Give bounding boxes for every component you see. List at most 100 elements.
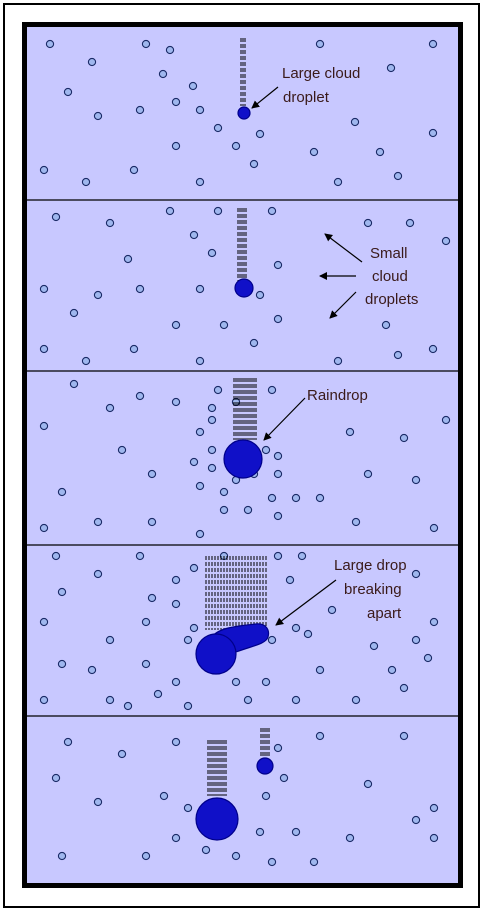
small-cloud-droplet [39, 617, 49, 627]
small-cloud-droplet [363, 218, 373, 228]
small-cloud-droplet [399, 731, 409, 741]
small-cloud-droplet [249, 159, 259, 169]
large-drop [195, 797, 239, 841]
arrow-small-droplet-3 [329, 291, 357, 319]
small-cloud-droplet [255, 827, 265, 837]
arrow-large-cloud-droplet [251, 86, 279, 109]
arrow-breaking-drop [275, 579, 337, 626]
small-cloud-droplet [273, 511, 283, 521]
small-cloud-droplet [195, 529, 205, 539]
small-cloud-droplet [363, 469, 373, 479]
small-cloud-droplet [411, 475, 421, 485]
small-cloud-droplet [57, 659, 67, 669]
small-cloud-droplet [39, 284, 49, 294]
small-cloud-droplet [69, 379, 79, 389]
small-cloud-droplet [375, 147, 385, 157]
small-cloud-droplet [273, 451, 283, 461]
small-cloud-droplet [411, 815, 421, 825]
label-droplet: droplet [283, 89, 330, 106]
small-cloud-droplet [333, 356, 343, 366]
small-cloud-droplet [315, 39, 325, 49]
small-cloud-droplet [105, 218, 115, 228]
large-drop [223, 439, 263, 479]
small-cloud-droplet [39, 523, 49, 533]
small-cloud-droplet [195, 105, 205, 115]
small-cloud-droplet [93, 517, 103, 527]
small-cloud-droplet [195, 177, 205, 187]
small-cloud-droplet [123, 254, 133, 264]
small-cloud-droplet [105, 403, 115, 413]
small-cloud-droplet [267, 493, 277, 503]
small-cloud-droplet [393, 171, 403, 181]
small-cloud-droplet [141, 617, 151, 627]
small-cloud-droplet [39, 344, 49, 354]
small-cloud-droplet [87, 57, 97, 67]
small-cloud-droplet [195, 481, 205, 491]
small-cloud-droplet [441, 415, 451, 425]
small-cloud-droplet [386, 63, 396, 73]
small-cloud-droplet [273, 314, 283, 324]
small-cloud-droplet [291, 493, 301, 503]
small-cloud-droplet [93, 290, 103, 300]
small-cloud-droplet [351, 517, 361, 527]
small-cloud-droplet [135, 105, 145, 115]
label-breaking: breaking [344, 581, 402, 598]
small-cloud-droplet [51, 212, 61, 222]
small-cloud-droplet [188, 81, 198, 91]
small-cloud-droplet [171, 737, 181, 747]
small-cloud-droplet [411, 635, 421, 645]
small-cloud-droplet [93, 569, 103, 579]
small-cloud-droplet [81, 356, 91, 366]
large-drops [195, 106, 274, 841]
small-cloud-droplet [267, 206, 277, 216]
label-droplets: droplets [365, 291, 418, 308]
small-cloud-droplet [195, 284, 205, 294]
small-cloud-droplet [279, 773, 289, 783]
label-apart: apart [367, 605, 402, 622]
small-cloud-droplet [147, 517, 157, 527]
small-cloud-droplet [387, 665, 397, 675]
small-cloud-droplet [153, 689, 163, 699]
small-cloud-droplet [309, 857, 319, 867]
small-cloud-droplet [57, 851, 67, 861]
small-cloud-droplet [213, 385, 223, 395]
small-cloud-droplet [117, 445, 127, 455]
small-cloud-droplet [135, 284, 145, 294]
small-cloud-droplet [171, 397, 181, 407]
small-cloud-droplet [93, 111, 103, 121]
small-cloud-droplet [249, 338, 259, 348]
small-cloud-droplet [219, 505, 229, 515]
small-cloud-droplet [243, 695, 253, 705]
small-cloud-droplet [207, 445, 217, 455]
small-cloud-droplet [231, 851, 241, 861]
small-cloud-droplet [291, 623, 301, 633]
large-drop [195, 633, 237, 675]
small-cloud-droplet [381, 320, 391, 330]
small-cloud-droplet [171, 320, 181, 330]
small-cloud-droplet [267, 635, 277, 645]
small-cloud-droplet [147, 593, 157, 603]
arrow-small-droplet-1 [324, 233, 363, 263]
small-cloud-droplet [135, 551, 145, 561]
small-cloud-droplet [267, 857, 277, 867]
small-cloud-droplet [207, 415, 217, 425]
label-small: Small [370, 245, 408, 262]
small-cloud-droplet [51, 551, 61, 561]
small-cloud-droplet [165, 45, 175, 55]
large-drop [237, 106, 251, 120]
small-cloud-droplet [345, 427, 355, 437]
small-cloud-droplet [273, 551, 283, 561]
small-cloud-droplet [231, 677, 241, 687]
small-cloud-droplet [255, 290, 265, 300]
small-cloud-droplet [291, 695, 301, 705]
label-large-cloud: Large cloud [282, 65, 360, 82]
small-cloud-droplet [255, 129, 265, 139]
small-cloud-droplet [261, 677, 271, 687]
label-raindrop: Raindrop [307, 387, 368, 404]
small-cloud-droplet [261, 791, 271, 801]
small-cloud-droplet [105, 695, 115, 705]
small-cloud-droplet [363, 779, 373, 789]
small-cloud-droplet [213, 206, 223, 216]
small-cloud-droplet [57, 487, 67, 497]
